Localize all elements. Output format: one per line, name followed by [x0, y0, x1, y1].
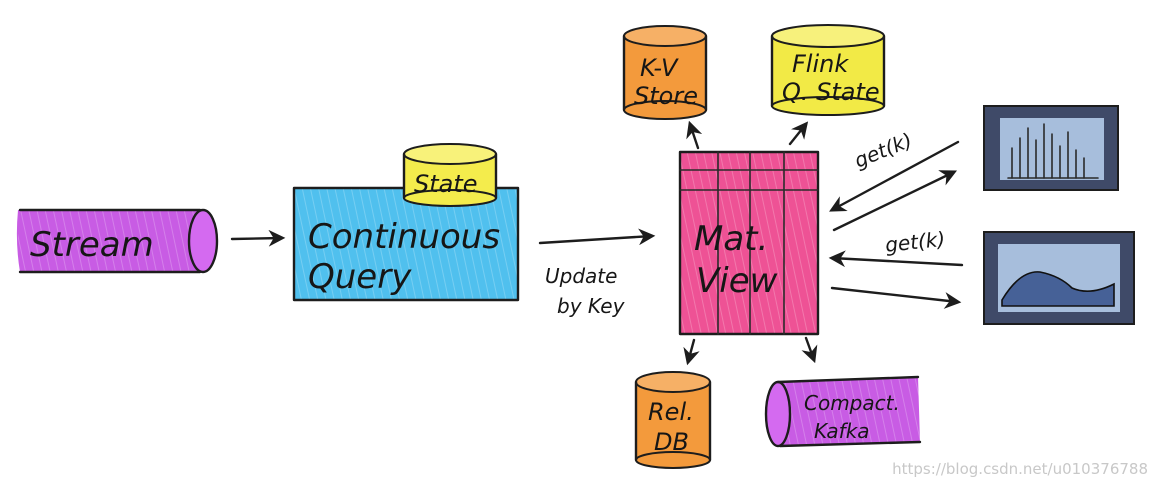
query-label-line2: Query: [308, 257, 412, 297]
state-label: State: [414, 170, 478, 198]
update-label-line2: by Key: [557, 294, 626, 318]
kv-store-node: K-V Store: [622, 25, 708, 120]
state-cylinder: State: [402, 143, 498, 207]
flink-label-line2: Q. State: [782, 78, 880, 106]
arrow-view-to-kv: [686, 120, 703, 150]
view-label-line1: Mat.: [694, 219, 768, 259]
arrow-dashboard2-to-view: [828, 250, 964, 268]
continuous-query-node: Continuous Query: [292, 186, 520, 302]
query-label-line1: Continuous: [308, 217, 500, 257]
flink-label-line1: Flink: [792, 50, 849, 78]
stream-pipe-end: [187, 208, 219, 274]
rel-db-node: Rel. DB: [634, 371, 712, 469]
arrow-dashboard1-to-view: [829, 140, 960, 212]
arrow-stream-to-query: [230, 229, 286, 247]
arrow-view-to-reldb: [683, 338, 700, 366]
watermark: https://blog.csdn.net/u010376788: [892, 460, 1148, 478]
dashboard-bar-chart: [983, 105, 1119, 191]
arrow-view-to-dashboard2: [830, 286, 962, 309]
arrow-query-to-view: [538, 228, 656, 246]
kafka-label-line2: Kafka: [814, 419, 870, 443]
compact-kafka-node: Compact. Kafka: [764, 375, 922, 448]
reldb-label-line1: Rel.: [648, 398, 694, 426]
view-label-line2: View: [696, 261, 778, 301]
stream-node: Stream: [16, 208, 219, 274]
get-label-top: get(k): [851, 128, 916, 173]
reldb-label-line2: DB: [654, 428, 689, 456]
arrow-view-to-flink: [788, 121, 809, 146]
arrow-view-to-dashboard1: [832, 170, 958, 232]
kv-label-line2: Store: [634, 82, 698, 110]
materialized-view-node: Mat. View: [678, 150, 820, 336]
update-label-line1: Update: [545, 264, 617, 288]
kv-label-line1: K-V: [640, 54, 679, 82]
stream-label: Stream: [30, 225, 154, 265]
get-label-bottom: get(k): [884, 227, 946, 257]
kafka-label-line1: Compact.: [804, 391, 900, 415]
arrow-view-to-kafka: [801, 336, 818, 364]
flink-state-node: Flink Q. State: [770, 24, 886, 116]
dashboard-area-chart: [983, 231, 1135, 325]
